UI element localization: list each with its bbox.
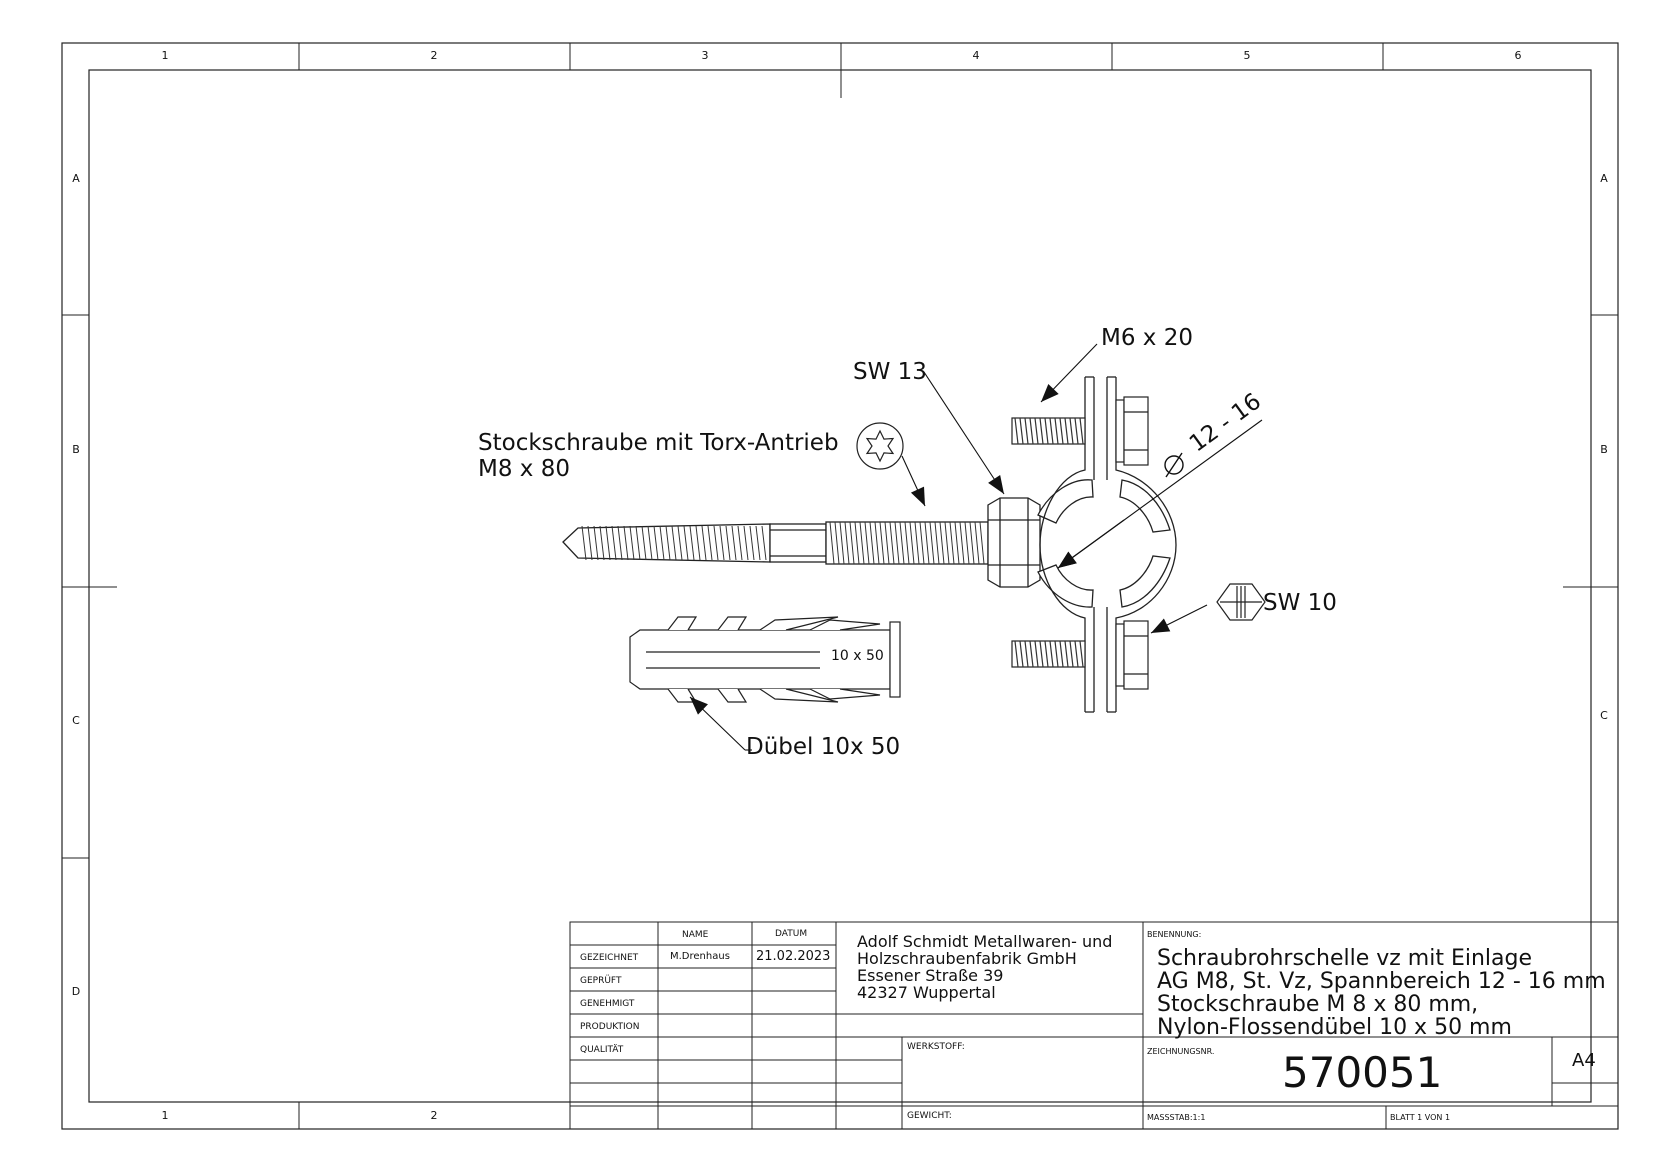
zone-row-b-left: B [72,443,80,456]
title-block-grid [569,921,1619,1130]
dowel-marking: 10 x 50 [831,648,884,664]
m6-screw-upper [1011,396,1149,466]
company-address: Adolf Schmidt Metallwaren- und Holzschra… [857,932,1113,1002]
leader-lines [689,343,1263,751]
zone-row-a-right: A [1600,172,1608,185]
tb-col-datum: DATUM [775,929,808,939]
tb-col-name: NAME [682,930,709,940]
zone-col-1-top: 1 [161,49,169,62]
pipe-clamp [1037,376,1177,713]
hex-head-icon [1216,583,1266,621]
tb-row-label: GEZEICHNET [580,953,639,963]
leader-dowel [689,696,746,751]
werkstoff-label: WERKSTOFF: [907,1042,965,1052]
m6-screw-lower [1011,620,1149,690]
zone-col-6-top: 6 [1514,49,1522,62]
zone-row-b-right: B [1600,443,1608,456]
leader-m6 [1040,343,1098,403]
zone-col-3-top: 3 [701,49,709,62]
torx-icon [856,422,904,470]
blatt: BLATT 1 VON 1 [1390,1113,1451,1122]
benennung-text: Schraubrohrschelle vz mit Einlage AG M8,… [1157,947,1606,1039]
zone-col-1-bottom: 1 [161,1109,169,1122]
callout-sw13: SW 13 [853,359,927,385]
leader-sw10 [1150,604,1208,634]
zone-row-c-right: C [1600,709,1608,722]
zone-col-2-top: 2 [430,49,438,62]
diameter-symbol-icon [1164,452,1184,478]
leader-torx [901,455,926,507]
benennung-line: Nylon-Flossendübel 10 x 50 mm [1157,1015,1512,1041]
zone-row-d-left: D [71,985,81,998]
gewicht-label: GEWICHT: [907,1111,952,1121]
callout-dowel: Dübel 10x 50 [746,734,901,760]
benennung-line: Stockschraube M 8 x 80 mm, [1157,992,1479,1018]
benennung-line: Schraubrohrschelle vz mit Einlage [1157,946,1533,971]
tb-row-datum: 21.02.2023 [756,949,831,964]
tb-row-name: M.Drenhaus [670,951,730,962]
company-line: 42327 Wuppertal [857,982,996,1002]
zone-col-5-top: 5 [1243,49,1251,62]
benennung-label: BENENNUNG: [1147,930,1202,939]
benennung-line: AG M8, St. Vz, Spannbereich 12 - 16 mm [1157,969,1606,995]
lag-screw [562,497,1041,588]
zone-dividers [62,43,1618,1129]
tb-row-label: GEPRÜFT [580,976,622,986]
massstab: MASSSTAB:1:1 [1147,1113,1206,1122]
company-line: Essener Straße 39 [857,965,1004,985]
zeichnungsnr-label: ZEICHNUNGSNR. [1147,1047,1215,1056]
nylon-dowel [629,616,901,703]
zone-row-a-left: A [72,172,80,185]
tb-row-label: PRODUKTION [580,1022,640,1032]
zone-col-2-bottom: 2 [430,1109,438,1122]
callout-screw-size: M8 x 80 [478,456,570,482]
company-line: Holzschraubenfabrik GmbH [857,948,1077,968]
company-line: Adolf Schmidt Metallwaren- und [857,932,1113,951]
callout-sw10: SW 10 [1263,590,1337,616]
format: A4 [1572,1050,1596,1071]
zone-col-4-top: 4 [972,49,980,62]
tb-row-label: QUALITÄT [580,1045,624,1055]
zone-row-c-left: C [72,714,80,727]
callout-m6x20: M6 x 20 [1101,325,1193,351]
leader-sw13 [923,371,1005,495]
zeichnungsnr: 570051 [1282,1048,1443,1097]
tb-row-label: GENEHMIGT [580,999,635,1009]
callout-screw-title: Stockschraube mit Torx-Antrieb [478,430,839,456]
